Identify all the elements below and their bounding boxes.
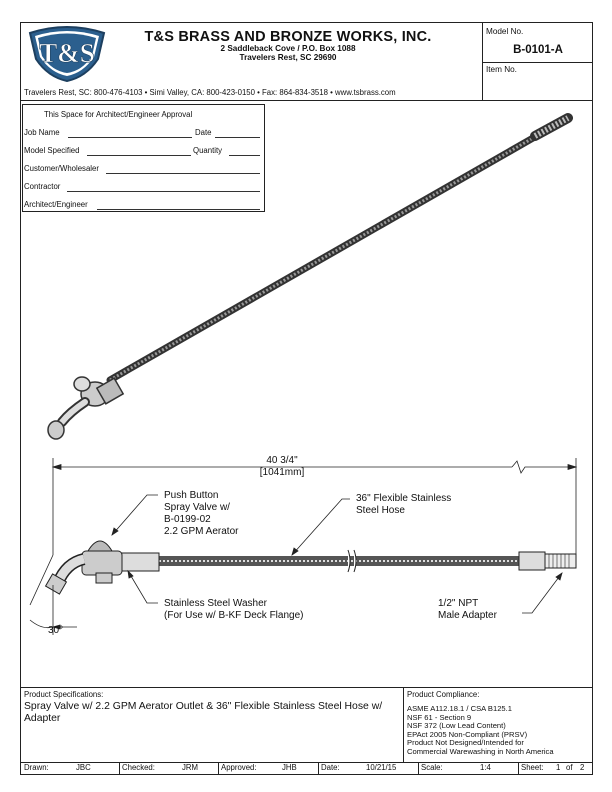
compliance-item: Product Not Designed/Intended for	[407, 738, 524, 748]
compliance-item: Commercial Warewashing in North America	[407, 746, 554, 756]
callout-adapter: 1/2" NPT Male Adapter	[438, 598, 497, 622]
approved-label: Approved:	[221, 763, 257, 772]
customer-label: Customer/Wholesaler	[24, 164, 99, 173]
iso-adapter	[530, 113, 573, 141]
compliance-list: ASME A112.18.1 / CSA B125.1 NSF 61 - Sec…	[407, 704, 591, 757]
logo-text: T&S	[39, 38, 95, 68]
approved-value: JHB	[282, 763, 297, 772]
model-specified-line[interactable]	[87, 155, 191, 156]
date-value: 10/21/15	[366, 763, 397, 772]
callout-adapter-line2: Male Adapter	[438, 610, 497, 621]
compliance-label: Product Compliance:	[407, 690, 480, 699]
callout-push-button-line1: Push Button	[164, 490, 219, 501]
drawn-label: Drawn:	[24, 763, 49, 772]
spec-label: Product Specifications:	[24, 690, 104, 699]
dimension-lines	[51, 458, 578, 557]
compliance-item: EPAct 2005 Non-Compliant (PRSV)	[407, 729, 528, 739]
hose-section	[159, 549, 519, 573]
tb-divider	[218, 762, 219, 775]
sheet-total: 2	[580, 763, 585, 772]
callout-push-button-line2: Spray Valve w/	[164, 502, 230, 513]
dimension-imperial: 40 3/4"	[266, 455, 298, 466]
sheet-label: Sheet:	[521, 763, 544, 772]
customer-line[interactable]	[106, 173, 260, 174]
tb-divider	[119, 762, 120, 775]
callout-washer: Stainless Steel Washer (For Use w/ B-KF …	[164, 598, 303, 622]
adapter-fitting	[518, 551, 577, 571]
model-no-label: Model No.	[486, 27, 524, 36]
title-block-rule	[20, 762, 593, 763]
contact-line: Travelers Rest, SC: 800-476-4103 • Simi …	[24, 88, 396, 97]
spec-description: Spray Valve w/ 2.2 GPM Aerator Outlet & …	[24, 701, 383, 724]
company-address: 2 Saddleback Cove / P.O. Box 1088 Travel…	[128, 44, 448, 62]
address-line-2: Travelers Rest, SC 29690	[239, 53, 337, 62]
model-box-rule	[482, 62, 593, 63]
model-specified-label: Model Specified	[24, 146, 80, 155]
checked-label: Checked:	[122, 763, 155, 772]
sheet-of-label: of	[566, 763, 573, 772]
page-frame	[20, 22, 593, 775]
callout-hose-line2: Steel Hose	[356, 505, 405, 516]
approval-title: This Space for Architect/Engineer Approv…	[44, 110, 193, 119]
callout-push-button-line4: 2.2 GPM Aerator	[164, 526, 239, 537]
date-label-tb: Date:	[321, 763, 340, 772]
date-label: Date	[195, 128, 212, 137]
angle-label: 30°	[48, 625, 64, 636]
quantity-label: Quantity	[193, 146, 223, 155]
overall-dimension: 40 3/4" [1041mm]	[254, 455, 310, 479]
compliance-item: ASME A112.18.1 / CSA B125.1	[407, 704, 512, 713]
job-name-label: Job Name	[24, 128, 60, 137]
item-no-label: Item No.	[486, 65, 517, 74]
checked-value: JRM	[182, 763, 199, 772]
iso-hose	[106, 130, 544, 384]
spec-rule	[20, 687, 593, 688]
orthographic-drawing	[29, 458, 578, 635]
architect-label: Architect/Engineer	[24, 200, 88, 209]
tb-divider	[318, 762, 319, 775]
model-number: B-0101-A	[513, 44, 563, 56]
isometric-drawing	[47, 113, 573, 440]
approval-box	[22, 104, 265, 212]
address-line-1: 2 Saddleback Cove / P.O. Box 1088	[220, 44, 356, 53]
scale-label: Scale:	[421, 763, 443, 772]
architect-line[interactable]	[97, 209, 260, 210]
sheet-value: 1	[556, 763, 561, 772]
callout-washer-line2: (For Use w/ B-KF Deck Flange)	[164, 610, 304, 621]
spec-divider	[403, 687, 404, 762]
leader-lines	[29, 494, 563, 635]
callout-hose-line1: 36" Flexible Stainless	[356, 493, 452, 504]
contractor-line[interactable]	[67, 191, 260, 192]
scale-value: 1:4	[480, 763, 491, 772]
dimension-metric: [1041mm]	[259, 467, 305, 478]
callout-washer-line1: Stainless Steel Washer	[164, 598, 268, 609]
callout-push-button: Push Button Spray Valve w/ B-0199-02 2.2…	[164, 490, 238, 538]
callout-push-button-line3: B-0199-02	[164, 514, 211, 525]
drawn-value: JBC	[76, 763, 91, 772]
compliance-item: NSF 61 - Section 9	[407, 712, 472, 722]
callout-hose: 36" Flexible Stainless Steel Hose	[356, 493, 451, 517]
quantity-line[interactable]	[229, 155, 260, 156]
date-line[interactable]	[215, 137, 260, 138]
job-name-line[interactable]	[68, 137, 192, 138]
callout-adapter-line1: 1/2" NPT	[438, 598, 479, 609]
contractor-label: Contractor	[24, 182, 61, 191]
company-name: T&S BRASS AND BRONZE WORKS, INC.	[144, 29, 432, 45]
model-box-divider	[482, 22, 483, 100]
company-logo: T&S	[28, 26, 106, 83]
iso-valve	[47, 376, 125, 440]
tb-divider	[518, 762, 519, 775]
compliance-item: NSF 372 (Low Lead Content)	[407, 721, 506, 731]
header-rule	[20, 100, 593, 101]
tb-divider	[418, 762, 419, 775]
spray-valve	[44, 540, 160, 595]
